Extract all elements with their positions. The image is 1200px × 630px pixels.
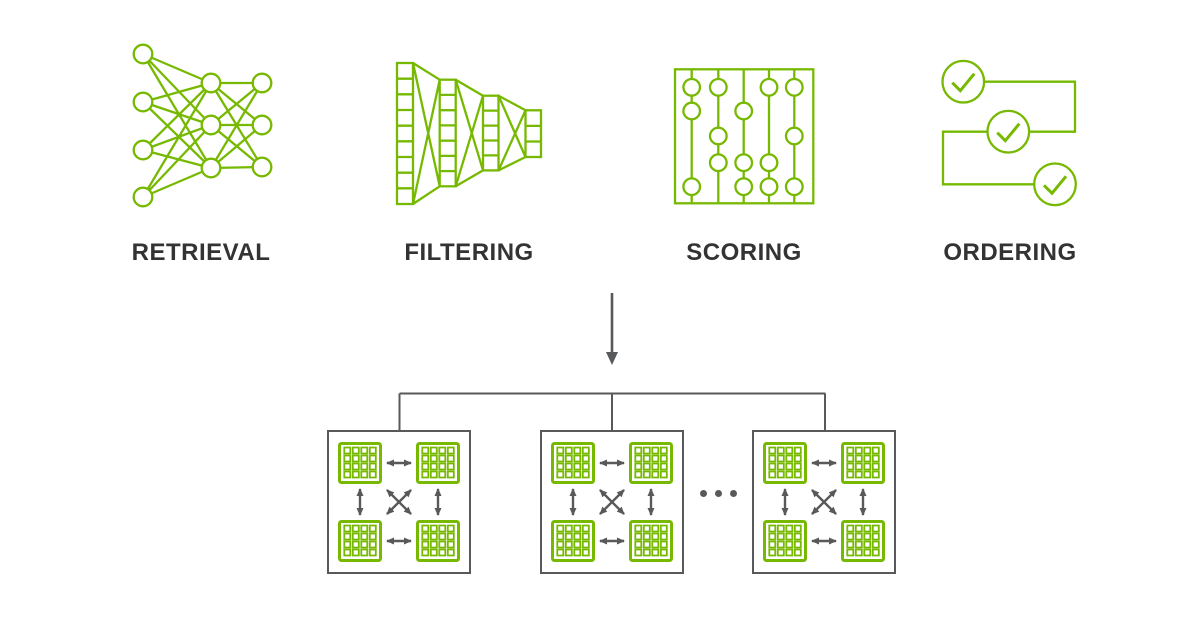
ellipsis-dot [730, 490, 737, 497]
stage-label-ordering: ORDERING [943, 239, 1077, 266]
stage-label-retrieval: RETRIEVAL [131, 239, 271, 266]
funnel-layers-icon [395, 61, 543, 206]
down-arrow-icon [606, 293, 618, 365]
gpu-cluster-box-3 [751, 429, 897, 575]
gpu-cluster-box-2 [539, 429, 685, 575]
ellipsis-dot [715, 490, 722, 497]
neural-network-icon [132, 43, 273, 208]
ellipsis-dot [700, 490, 707, 497]
abacus-beads-icon [673, 68, 815, 205]
stage-label-scoring: SCORING [686, 239, 802, 266]
stage-label-filtering: FILTERING [404, 239, 534, 266]
connector-lines [398, 392, 826, 432]
checkmark-flow-icon [941, 59, 1077, 207]
ellipsis-dots [700, 490, 737, 497]
gpu-cluster-box-1 [326, 429, 472, 575]
